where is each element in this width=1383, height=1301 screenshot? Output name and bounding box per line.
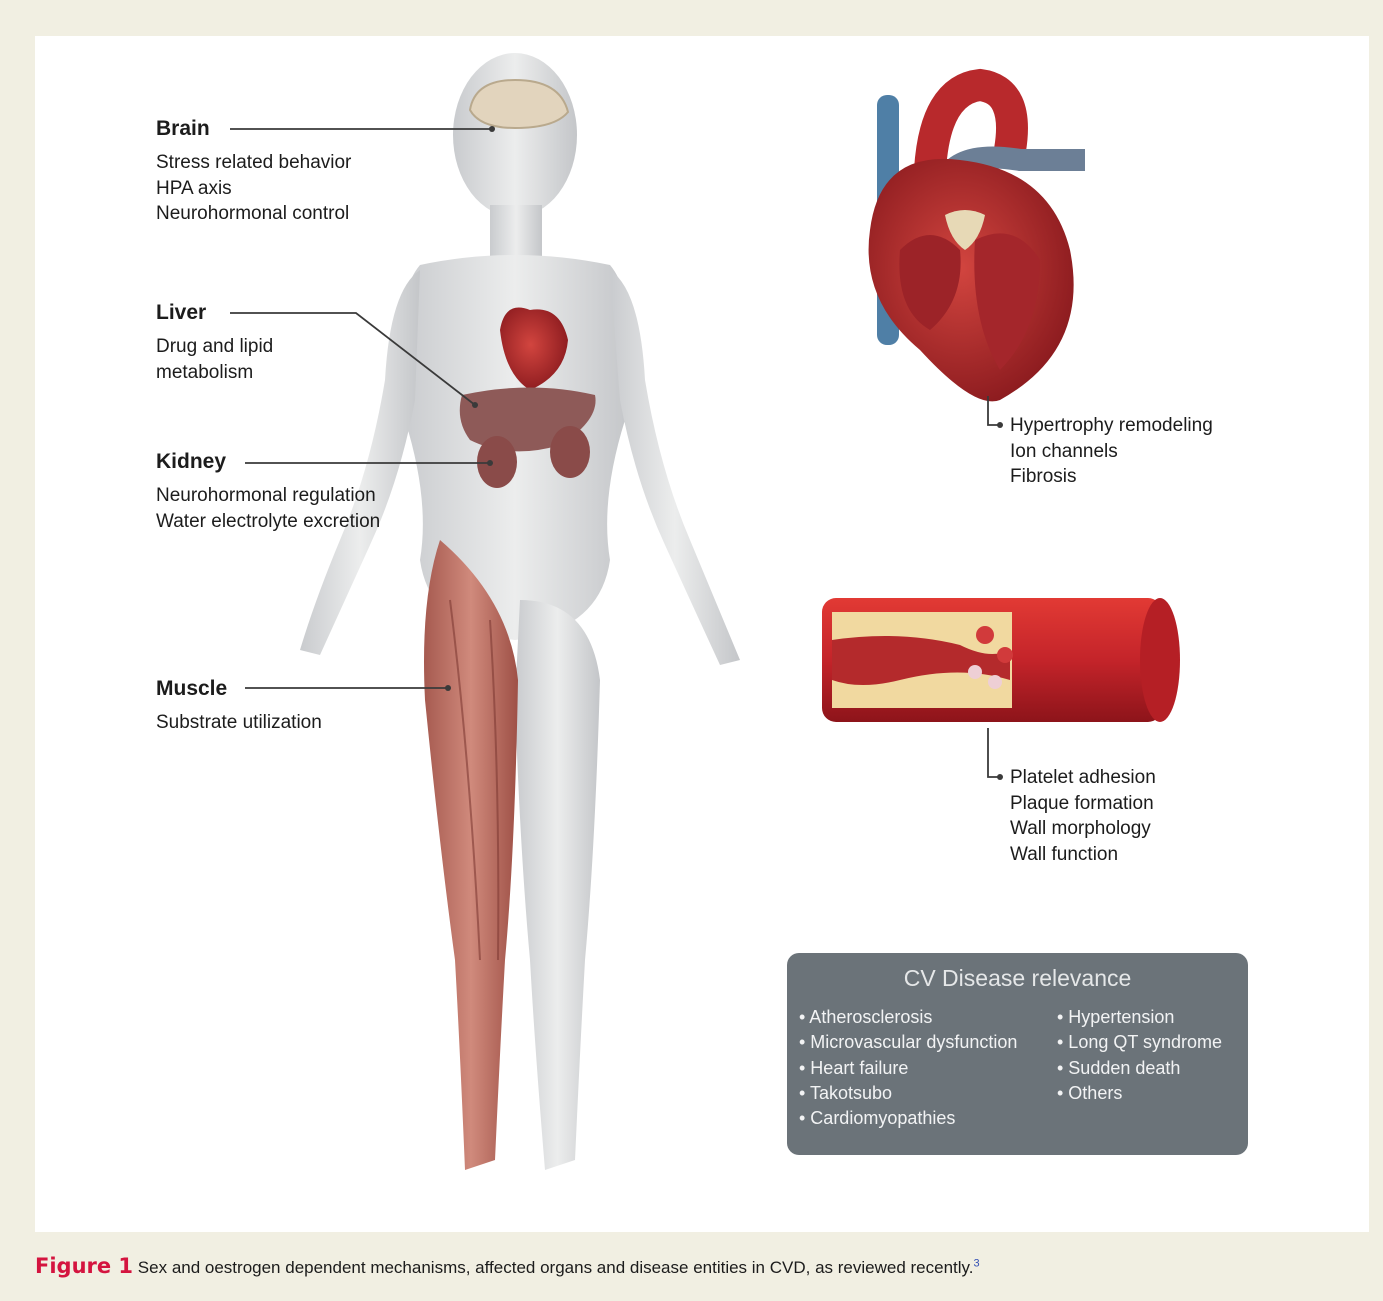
cv-disease-box: CV Disease relevance • Atherosclerosis •…: [787, 953, 1248, 1155]
vessel-leader-dot: [997, 774, 1003, 780]
heart-item: Ion channels: [1010, 439, 1213, 465]
heart-leader-dot: [997, 422, 1003, 428]
brain-item: HPA axis: [156, 176, 351, 202]
cv-list-item: • Heart failure: [799, 1056, 1017, 1081]
leg-muscle-illustration: [424, 540, 518, 1170]
cv-list-left: • Atherosclerosis • Microvascular dysfun…: [799, 1005, 1017, 1131]
liver-label-group: Liver Drug and lipid metabolism: [156, 300, 273, 385]
vessel-leader-line: [988, 728, 1000, 777]
liver-title: Liver: [156, 300, 273, 326]
cv-list-item: • Atherosclerosis: [799, 1005, 1017, 1030]
cv-list-item: • Microvascular dysfunction: [799, 1030, 1017, 1055]
muscle-title: Muscle: [156, 676, 322, 702]
brain-leader-dot: [489, 126, 495, 132]
muscle-leader-dot: [445, 685, 451, 691]
brain-title: Brain: [156, 116, 351, 142]
cv-list-item: • Cardiomyopathies: [799, 1106, 1017, 1131]
vessel-item: Plaque formation: [1010, 791, 1156, 817]
kidney-title: Kidney: [156, 449, 380, 475]
liver-item: Drug and lipid: [156, 334, 273, 360]
cv-list-item: • Hypertension: [1057, 1005, 1222, 1030]
artery-cross-section-illustration: [822, 598, 1180, 722]
figure-label: Figure 1: [35, 1254, 133, 1278]
kidney-leader-dot: [487, 460, 493, 466]
heart-item: Fibrosis: [1010, 464, 1213, 490]
cv-list-right: • Hypertension • Long QT syndrome • Sudd…: [1057, 1005, 1222, 1106]
kidney-label-group: Kidney Neurohormonal regulation Water el…: [156, 449, 380, 534]
brain-item: Neurohormonal control: [156, 201, 351, 227]
vessel-item: Wall function: [1010, 842, 1156, 868]
kidney-item: Neurohormonal regulation: [156, 483, 380, 509]
brain-item: Stress related behavior: [156, 150, 351, 176]
muscle-label-group: Muscle Substrate utilization: [156, 676, 322, 736]
vessel-item: Wall morphology: [1010, 816, 1156, 842]
brain-label-group: Brain Stress related behavior HPA axis N…: [156, 116, 351, 227]
muscle-item: Substrate utilization: [156, 710, 322, 736]
liver-item: metabolism: [156, 360, 273, 386]
liver-leader-dot: [472, 402, 478, 408]
human-body-illustration: [300, 53, 740, 1170]
cv-list-item: • Others: [1057, 1081, 1222, 1106]
vessel-item: Platelet adhesion: [1010, 765, 1156, 791]
heart-item: Hypertrophy remodeling: [1010, 413, 1213, 439]
cv-box-title: CV Disease relevance: [787, 965, 1248, 992]
heart-label-group: Hypertrophy remodeling Ion channels Fibr…: [1010, 413, 1213, 490]
caption-reference[interactable]: 3: [974, 1257, 980, 1269]
kidney-left-icon: [477, 436, 517, 488]
vessel-label-group: Platelet adhesion Plaque formation Wall …: [1010, 765, 1156, 867]
kidney-right-icon: [550, 426, 590, 478]
caption-text: Sex and oestrogen dependent mechanisms, …: [138, 1258, 974, 1277]
cv-list-item: • Sudden death: [1057, 1056, 1222, 1081]
cv-list-item: • Takotsubo: [799, 1081, 1017, 1106]
figure-caption: Figure 1 Sex and oestrogen dependent mec…: [35, 1254, 980, 1278]
heart-cross-section-illustration: [869, 85, 1085, 401]
cv-list-item: • Long QT syndrome: [1057, 1030, 1222, 1055]
kidney-item: Water electrolyte excretion: [156, 509, 380, 535]
